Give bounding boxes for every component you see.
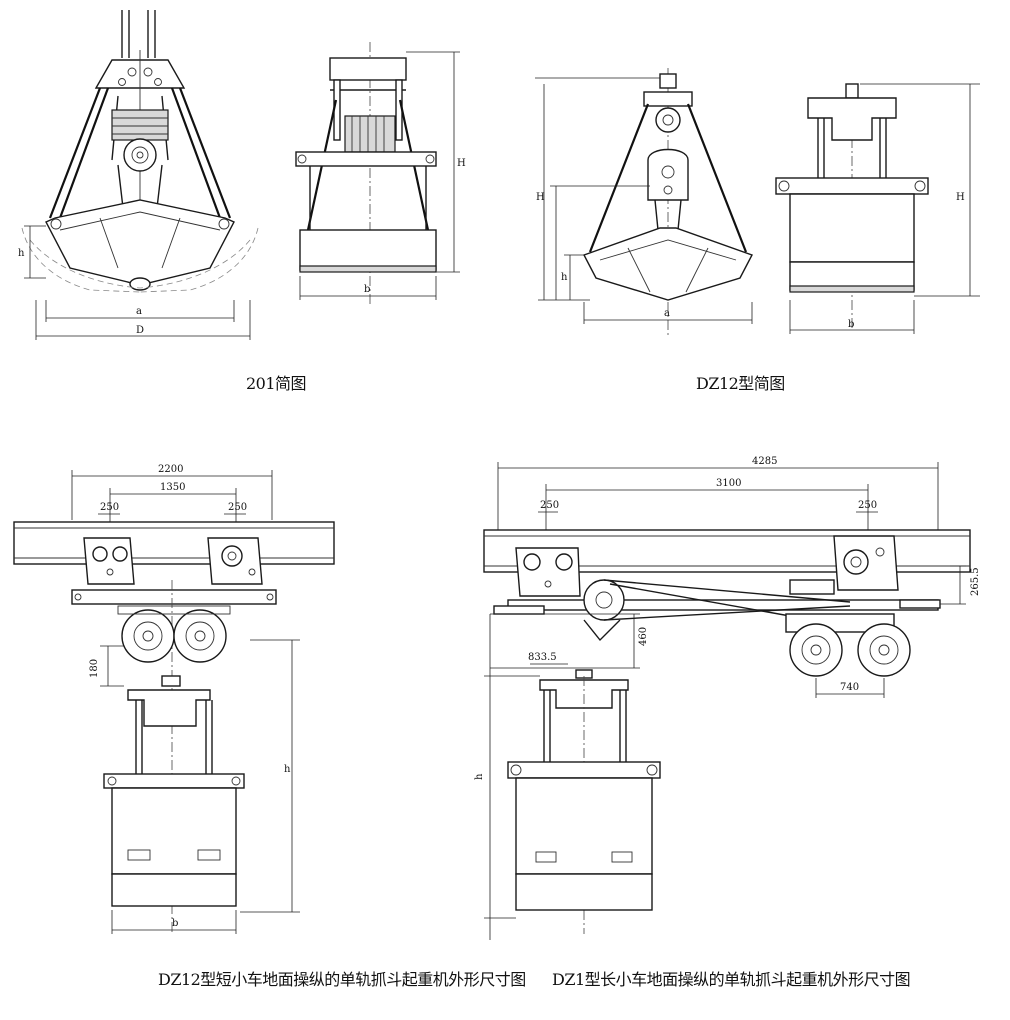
fig201-dim-h: h bbox=[18, 248, 25, 259]
figShort-dim-right-offset: 250 bbox=[228, 502, 247, 513]
figLong-dim-grab-offset: 833.5 bbox=[528, 652, 557, 663]
fig201-dim-b: b bbox=[364, 284, 370, 295]
figLong-dim-overall: 4285 bbox=[752, 456, 777, 467]
caption-fig-dz12: DZ12型简图 bbox=[696, 374, 785, 393]
fig201-front-view: H b bbox=[295, 42, 466, 305]
figShort-dim-overall: 2200 bbox=[158, 464, 183, 475]
figDZ12-side-view: H h a bbox=[535, 68, 753, 335]
figLong-dim-rail-height: 265.5 bbox=[970, 567, 981, 596]
caption-fig-short: DZ12型短小车地面操纵的单轨抓斗起重机外形尺寸图 bbox=[158, 970, 526, 989]
caption-fig-201: 201简图 bbox=[246, 374, 307, 393]
figShort-dim-h: h bbox=[284, 764, 291, 775]
figShort-dim-wheelbase: 1350 bbox=[160, 482, 185, 493]
figLong-drawing: 4285 3100 250 250 bbox=[474, 456, 981, 940]
figDZ12-front-dim-H: H bbox=[956, 192, 965, 203]
fig201-side-view: h a D bbox=[18, 10, 259, 340]
figDZ12-side-dim-H: H bbox=[536, 192, 545, 203]
fig201-dim-H: H bbox=[457, 158, 466, 169]
caption-fig-long: DZ1型长小车地面操纵的单轨抓斗起重机外形尺寸图 bbox=[552, 970, 911, 989]
figLong-dim-left-offset: 250 bbox=[540, 500, 559, 511]
figDZ12-side-dim-h: h bbox=[561, 272, 568, 283]
figLong-dim-bogie-base: 740 bbox=[840, 682, 859, 693]
fig201-dim-D: D bbox=[136, 325, 144, 336]
figShort-dim-b: b bbox=[172, 918, 178, 929]
figShort-dim-left-offset: 250 bbox=[100, 502, 119, 513]
figDZ12-front-view: H b bbox=[775, 83, 980, 334]
figLong-dim-h: h bbox=[474, 773, 485, 780]
figShort-drawing: 2200 1350 250 250 180 bbox=[13, 464, 335, 935]
figLong-dim-pulley-drop: 460 bbox=[638, 627, 649, 646]
figLong-dim-right-offset: 250 bbox=[858, 500, 877, 511]
figShort-dim-drop: 180 bbox=[89, 659, 100, 678]
figDZ12-side-dim-a: a bbox=[664, 308, 670, 319]
figDZ12-front-dim-b: b bbox=[848, 319, 854, 330]
figLong-dim-wheelbase: 3100 bbox=[716, 478, 741, 489]
fig201-dim-a: a bbox=[136, 306, 142, 317]
